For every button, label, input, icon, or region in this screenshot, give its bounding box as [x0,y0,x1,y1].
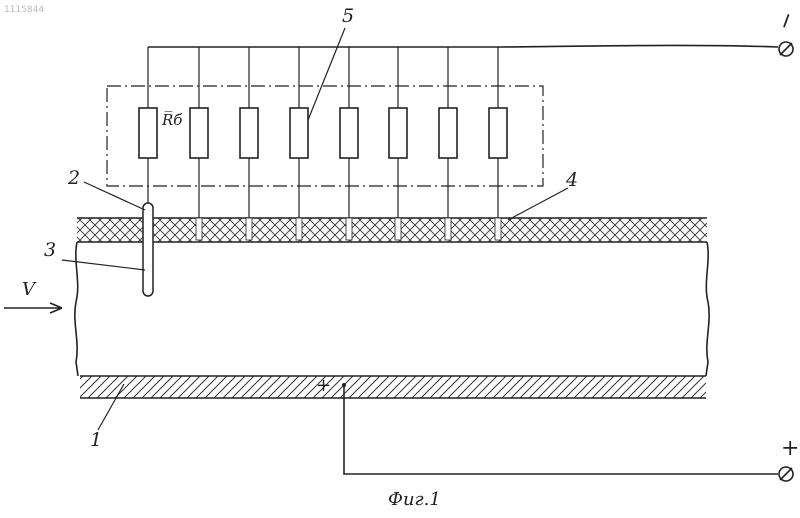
positive-terminal-sign: + [781,436,799,461]
negative-terminal-sign: − [772,8,800,34]
positive-terminal-slash [780,468,792,480]
label-part-3: 3 [44,239,56,261]
resistor-block-frame [107,86,543,186]
resistor-4 [290,47,308,218]
channel-right-break [706,242,709,376]
resistor-3 [240,47,258,218]
label-part-4: 4 [565,169,578,191]
label-part-5: 5 [342,5,354,27]
velocity-label: V [22,279,37,300]
leader-line-5 [308,28,345,120]
negative-terminal-slash [780,43,792,55]
conductive-wall [80,376,706,398]
positive-lead-wire [344,386,778,474]
leader-line-3 [62,260,145,270]
resistor-6 [389,47,407,218]
electrode-plus-sign: + [316,375,331,396]
figure-caption: Фиг.1 [388,489,441,510]
resistor-8 [489,47,507,218]
probe-rod [143,203,153,296]
watermark-text: 1115844 [4,5,44,15]
resistor-array [139,47,507,218]
resistor-label: R̅б [161,110,183,129]
resistor-1 [139,47,157,205]
resistor-7 [439,47,457,218]
resistor-5 [340,47,358,218]
resistor-2 [190,47,208,218]
leader-line-4 [508,188,568,220]
negative-bus-wire [148,45,778,47]
insulating-wall [77,218,707,242]
label-part-1: 1 [90,429,102,451]
label-part-2: 2 [67,167,80,189]
